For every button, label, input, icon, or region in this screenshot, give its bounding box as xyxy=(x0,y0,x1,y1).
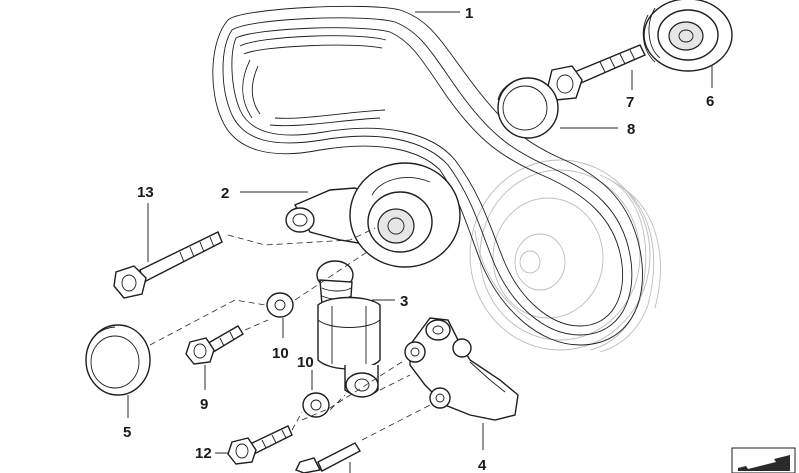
callout-10b: 10 xyxy=(297,354,314,371)
callout-5: 5 xyxy=(123,424,131,441)
catalog-corner-icon xyxy=(731,447,796,473)
bolt-9 xyxy=(185,325,244,365)
bolt-bottom xyxy=(295,442,361,473)
pulley-left xyxy=(85,324,151,396)
washer-10a xyxy=(266,292,294,318)
assembly-lines xyxy=(149,227,431,441)
crank-pulley-ghost xyxy=(469,159,661,353)
bolt-12 xyxy=(227,425,293,465)
callout-10a: 10 xyxy=(272,345,289,362)
callout-12: 12 xyxy=(195,445,212,462)
idler-bracket xyxy=(285,162,461,268)
callout-4: 4 xyxy=(478,457,487,473)
washer-10b xyxy=(302,392,330,418)
tensioner-bracket xyxy=(404,317,519,421)
callout-2: 2 xyxy=(221,185,229,202)
callout-labels: 1 2 3 4 5 6 7 8 9 10 10 12 13 xyxy=(123,5,714,473)
bolt-13 xyxy=(113,231,223,299)
cap-8 xyxy=(497,77,559,139)
pulley-top-right xyxy=(642,0,733,72)
callout-7: 7 xyxy=(626,94,634,111)
callout-13: 13 xyxy=(137,184,154,201)
ribbed-belt xyxy=(212,5,643,346)
bolt-7 xyxy=(547,44,646,101)
callout-6: 6 xyxy=(706,93,714,110)
callout-8: 8 xyxy=(627,121,635,138)
callout-9: 9 xyxy=(200,396,208,413)
callout-1: 1 xyxy=(465,5,473,22)
leader-lines xyxy=(127,11,713,473)
damper xyxy=(316,260,381,398)
callout-3: 3 xyxy=(400,293,408,310)
